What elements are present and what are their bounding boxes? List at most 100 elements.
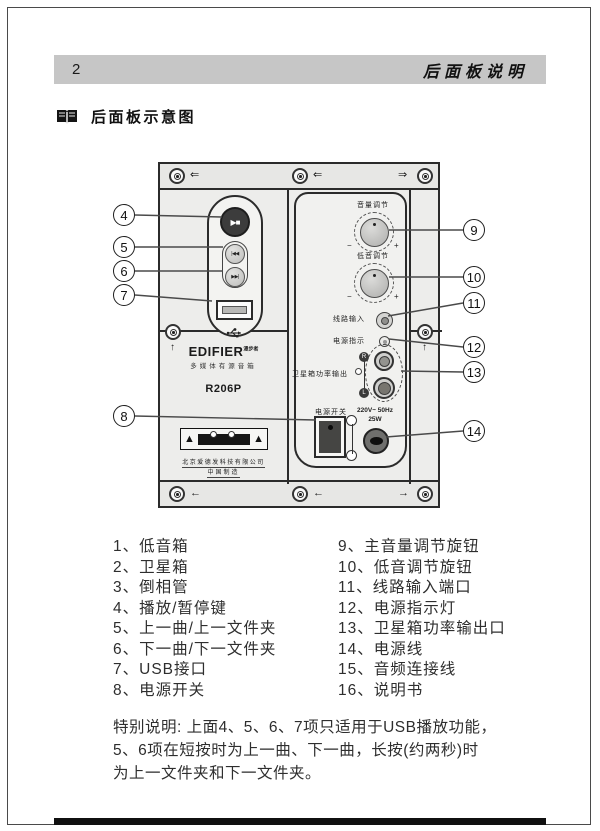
usb-control-panel: ▶■ |◀◀ ▶▶| — [207, 195, 263, 338]
previous-track-button: |◀◀ — [225, 244, 245, 264]
power-cord — [363, 428, 389, 454]
channel-connector-line — [363, 360, 365, 390]
screw-icon — [292, 486, 308, 502]
legend-item: 1、低音箱 — [113, 538, 189, 555]
legend-item: 2、卫星箱 — [113, 558, 189, 576]
legend-item: 4、播放/暂停键 — [113, 599, 227, 617]
legend-item: 3、倒相管 — [113, 579, 189, 596]
legend-item: 14、电源线 — [338, 640, 424, 658]
legend-item: 7、USB接口 — [113, 661, 207, 678]
volume-label: 音量调节 — [357, 202, 389, 209]
special-note: 特别说明: 上面4、5、6、7项只适用于USB播放功能， 5、6项在短按时为上一… — [113, 716, 496, 785]
book-icon — [56, 109, 78, 124]
legend-list-left: 1、低音箱 2、卫星箱 3、倒相管 4、播放/暂停键 5、上一曲/上一文件夹 6… — [113, 537, 276, 701]
volume-knob-body — [359, 217, 389, 247]
warning-label: ▲ ▲ — [180, 428, 268, 450]
bass-knob-body — [359, 268, 389, 298]
power-switch-label: 电源开关 — [315, 409, 347, 416]
company-name: 北京爱德发科技有限公司 — [182, 460, 265, 468]
callout-5: 5 — [113, 236, 135, 258]
rear-panel-diagram: ⇐ ⇐ ⇒ ← ← → ↑ ↑ ▶■ — [158, 162, 442, 508]
top-mounting-bar: ⇐ ⇐ ⇒ — [160, 164, 438, 190]
arrow-up-icon: ↑ — [422, 342, 427, 353]
screw-icon — [292, 168, 308, 184]
satellite-output-group — [365, 344, 403, 402]
made-in: 中国制造 — [207, 470, 240, 478]
plus-sign: + — [394, 241, 399, 250]
section-title-row: 后面板示意图 — [56, 106, 196, 127]
usb-port-tongue — [222, 306, 247, 314]
track-buttons-group — [222, 241, 248, 288]
divider — [409, 190, 411, 484]
power-switch — [314, 416, 346, 458]
power-switch-rocker — [319, 421, 341, 453]
jack-pin — [377, 381, 391, 395]
callout-11: 11 — [463, 292, 485, 314]
callout-4: 4 — [113, 204, 135, 226]
brand-block: EDIFIER漫步者 多媒体有源音箱 R206P — [160, 344, 287, 395]
arrow-up-icon: ↑ — [170, 342, 175, 353]
callout-8: 8 — [113, 405, 135, 427]
callout-13: 13 — [463, 361, 485, 383]
switch-marker-line — [351, 424, 353, 454]
volume-knob — [354, 212, 394, 252]
callout-10: 10 — [463, 266, 485, 288]
jack-pin — [378, 355, 390, 367]
legend-item: 6、下一曲/下一文件夹 — [113, 640, 277, 658]
header-title: 后面板说明 — [422, 63, 528, 81]
note-line: 特别说明: 上面4、5、6、7项只适用于USB播放功能， — [113, 719, 497, 736]
warning-triangle-icon: ▲ — [253, 432, 264, 445]
screw-icon — [169, 486, 185, 502]
play-stop-icon: ▶■ — [230, 217, 241, 227]
minus-sign: − — [347, 292, 352, 301]
arrow-right-icon: ⇒ — [398, 169, 408, 181]
usb-icon — [226, 325, 244, 343]
screw-icon — [417, 324, 433, 340]
line-in-label: 线路输入 — [333, 316, 365, 323]
callout-12: 12 — [463, 336, 485, 358]
footer-bar — [54, 818, 546, 825]
legend-item: 10、低音调节旋钮 — [338, 558, 473, 576]
arrow-left-icon: ← — [313, 487, 324, 499]
previous-icon: |◀◀ — [231, 251, 239, 257]
brand-logo: EDIFIER — [188, 344, 244, 359]
next-icon: ▶▶| — [231, 274, 239, 280]
voltage-text: 220V~ 50Hz — [357, 407, 393, 414]
divider — [287, 190, 289, 484]
legend-item: 5、上一曲/上一文件夹 — [113, 620, 277, 637]
left-channel-badge: L — [359, 388, 369, 398]
bottom-mounting-bar: ← ← → — [160, 480, 438, 506]
screw-icon — [169, 168, 185, 184]
section-title: 后面板示意图 — [91, 109, 197, 126]
bass-label: 低音调节 — [357, 253, 389, 260]
warning-text-band — [198, 430, 250, 445]
right-channel-badge: R — [359, 352, 369, 362]
screw-icon — [417, 486, 433, 502]
amplifier-plate: 音量调节 − + 低音调节 − + 线路输入 电源指示 卫星箱功率输出 R L — [292, 192, 407, 468]
warning-triangle-icon: ▲ — [184, 432, 195, 445]
usb-port — [216, 300, 253, 320]
arrow-left-icon: ← — [190, 487, 201, 499]
callout-6: 6 — [113, 260, 135, 282]
callout-9: 9 — [463, 219, 485, 241]
next-track-button: ▶▶| — [225, 267, 245, 287]
satellite-output-jack — [374, 351, 394, 371]
header-bar: 2 后面板说明 — [54, 55, 546, 84]
power-rating: 220V~ 50Hz 25W — [352, 406, 398, 424]
legend-list-right: 9、主音量调节旋钮 10、低音调节旋钮 11、线路输入端口 12、电源指示灯 1… — [338, 537, 506, 701]
page-number: 2 — [72, 61, 81, 78]
screw-icon — [417, 168, 433, 184]
note-line: 5、6项在短按时为上一曲、下一曲，长按(约两秒)时 — [113, 742, 479, 759]
legend-item: 16、说明书 — [338, 681, 424, 699]
satellite-output-jack — [373, 377, 395, 399]
legend-item: 9、主音量调节旋钮 — [338, 538, 480, 555]
legend-item: 11、线路输入端口 — [338, 579, 472, 596]
callout-14: 14 — [463, 420, 485, 442]
bass-knob — [354, 263, 394, 303]
power-led-label: 电源指示 — [333, 338, 365, 345]
legend-item: 12、电源指示灯 — [338, 599, 457, 617]
brand-suffix: 漫步者 — [243, 346, 259, 353]
legend-item: 13、卫星箱功率输出口 — [338, 620, 506, 637]
note-line: 为上一文件夹和下一文件夹。 — [113, 765, 322, 782]
